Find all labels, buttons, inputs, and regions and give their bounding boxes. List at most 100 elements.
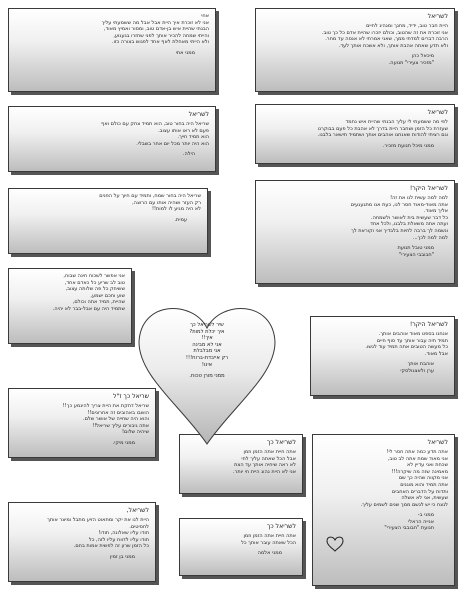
text-line: אנחנו בספט מאוד אוהבים אותך. [378,331,448,337]
text-line: שריאל היה בחור שמח, ותמיד עם חיוך על הפנ… [99,193,201,199]
text-line: אנייה הראלי [408,518,434,525]
text-line: איך!! [201,335,213,342]
text-line: ממני אלמה [257,550,282,557]
card-body: אתה תדע כמה אתה חסר לי!אני מאוד שמח אתה … [319,449,448,508]
text-line: אתה גיבורים עליך שריאל!! [92,422,149,429]
text-line: אתה תדע כמה אתה חסר לי! [386,449,449,455]
text-line: שכחת ואני עדיין לא [407,462,448,469]
card-title: לשריאל כך [267,523,296,530]
text-line: הבנתי שהיית איש בן-אדם טוב, ומסור ואמיץ … [103,26,209,33]
text-line: אני לא זוכרת איך היית אבל אבל מה ששמעתי … [101,19,209,26]
card-title: שריאל כך ז"ל [113,393,149,400]
text-line: לא ראה שיחיה אותך עד הצת [234,462,296,469]
text-line: אינו! [201,361,213,368]
card-lesrael-michal: לשריאל לפי מה ששמעתי לי עליך הבנתי שהיית… [255,104,455,164]
card-lesrael-hayakar-1: לשריאל היקר! למה למה עשית לנו את זה!אתה … [255,180,455,284]
text-line: והוא היה שחייה של אושר שלם. [83,416,149,423]
text-line: הוא תמיד חייך. [177,134,209,141]
text-line: אני זוכרת את זה שהטוב, וכולם יזכרו שהיית… [321,29,448,36]
card-lesrael-hila: לשריאל שריאל היה בחור טוב, הוא תמיד צחק … [8,106,216,172]
card-amit: שריאל היה בחור שמח, ותמיד עם חיוך על הפנ… [8,188,208,254]
card-title: לשריאל [188,111,209,118]
card-body: אנחנו בספט מאוד אוהבים אותך.תמיד תיה עבו… [317,331,448,357]
card-title: לשריאל, [126,507,149,514]
text-line: למה למה לכך... [412,234,448,241]
text-line: ממני מיכל תנועת מזכיר. [382,142,434,149]
text-line: וגם רציתי להודות שאנחנו אוהבים אותך ושתמ… [317,132,448,139]
text-line: מיכאל כהן [411,53,434,60]
text-line: היית חבר טוב, ידיד, מחנך ומנהיג לחיים [366,23,448,29]
text-line: טוב לב שריע כל כאדם אחד, [64,279,125,286]
card-signature: ממני טובל תנועת"חבובבי הצעירי" [262,245,448,258]
card-signature: ממני אלמה [186,550,296,556]
card-title: לשריאל [427,109,448,116]
text-line: למה למה עשית לנו את זה! [390,195,448,201]
text-line: אתה תמיד והוא מוגנים [400,481,448,488]
text-line: ועתה אתה משאלת בלבנו, ולכל אחד [370,221,448,228]
card-signature: הילה. [15,151,209,157]
text-line: ששיחק כל פה שלותה עצוב, [65,286,126,293]
heart-shape-icon [138,308,276,445]
text-line: ולא תדע שאתה אהבת אותך, ולא אשכח אותך לע… [338,42,448,49]
text-line: שעשית, אני לא אשלה [401,495,448,502]
card-lesrael-hayakar-2: לשריאל היקר! אנחנו בספט מאוד אוהבים אותך… [310,316,455,396]
text-line: ונשמה לך ברבה לחיות בלבדיך אני וקוראת לך [351,227,448,234]
text-line: הכל שאתה עובר אותך כל [241,539,296,546]
text-line: הילה. [182,151,195,158]
card-lesrael-kach-zl: שריאל כך ז"ל שריאל דחקת את היית צריך להי… [8,388,156,458]
card-signature: מיכאל כהן"מזכיר צעירי" תנועה. [262,53,448,66]
card-lesrael-right: לשריאל אתה תדע כמה אתה חסר לי!אני מאוד ש… [312,434,455,586]
text-line: אני לא היית נהוג היית חי יותר. [232,468,296,475]
text-line: אתה חיית אתה הזמן וזמן [243,449,296,455]
text-line: ממני מיקי. [112,439,135,446]
text-line: שהיית, תמיד אתה וכולם, [72,299,125,306]
card-signature: ממני מיקי. [15,440,149,446]
text-line: תודו עליו לדווח עליו לזה, כל [88,536,149,543]
text-line: תנועת "חבובבי הצעירי" [384,525,434,532]
text-line: ערן ולאצגולסקי [400,367,434,374]
text-line: היית לנו את יקר ומתאוט הזיע מתבל ומיצר א… [47,517,149,523]
text-line: אני מאוד שמח אתה לב טוב, [387,455,448,462]
text-line: הוא היה יותר מכל יום אחר בשבלי. [136,140,209,147]
text-line: שריאל דחקת את היית צריך להיגמע כך!! [62,403,149,409]
text-line: שיהיה שלום! [122,429,149,436]
card-body: שריאל היה בחור שמח, ותמיד עם חיוך על הפנ… [15,193,201,213]
heart-icon [326,536,344,552]
text-line: ממני ב- [417,512,434,519]
text-line: ולא הייתי מאחלת לאף אחד לפגוש בצורה כזו. [112,39,209,46]
text-line: תודו עליו שאלונה, תודו! [98,530,149,537]
card-lesrael-ben-zamin: לשריאל, היית לנו את יקר ומתאוט הזיע מתבל… [8,502,156,582]
text-line: לנצח כי יש לגשם ממך שנים לשמים עליך. [360,501,448,508]
text-line: מאמינה שזה מה שיקרה!!! [391,468,448,475]
text-line: כל מעשה הטובים אתה תמיד עוד לגשו. [365,344,448,351]
text-line: שיר לשריאל כך [190,322,224,328]
card-title: לשריאל היקר! [409,185,448,192]
text-line: אתה מאוד-מאוד חסר לנו, כעת אנו מתגעגעים [350,201,448,208]
text-line: הושבו באהובים זה אחרונים!! [87,409,149,416]
text-line: עמית. [174,216,187,223]
card-body: לפי מה ששמעתי לי עליך הבנתי שהיית איש נח… [262,119,448,139]
text-line: אחי [201,13,209,19]
text-line: לא היה מגיע לו למות!! [152,206,201,213]
text-line: ותדות על הדברים האחבים [391,488,448,495]
text-line: לחסיטים. [129,523,149,530]
text-line: שעזרת כל הזמן ושחבר היית בדרך לא אהבת כל… [317,125,448,132]
text-line: אוהבת אותך [407,361,434,368]
text-line: ממני טובל תנועת [397,245,435,252]
card-title: לשריאל [427,439,448,446]
text-line: איך יכלת למות? [189,328,225,335]
text-line: אבל מאוד. [424,350,448,357]
text-line: שתמיד היה עם אבל-בבר לא יהיה. [52,305,125,312]
card-signature: ממני אתי [15,50,209,56]
text-line: והייתי שמחה להכיר אותך לפני שחזרו בגעגוע… [113,32,209,39]
card-body: היית לנו את יקר ומתאוט הזיע מתבל ומיצר א… [15,517,149,550]
